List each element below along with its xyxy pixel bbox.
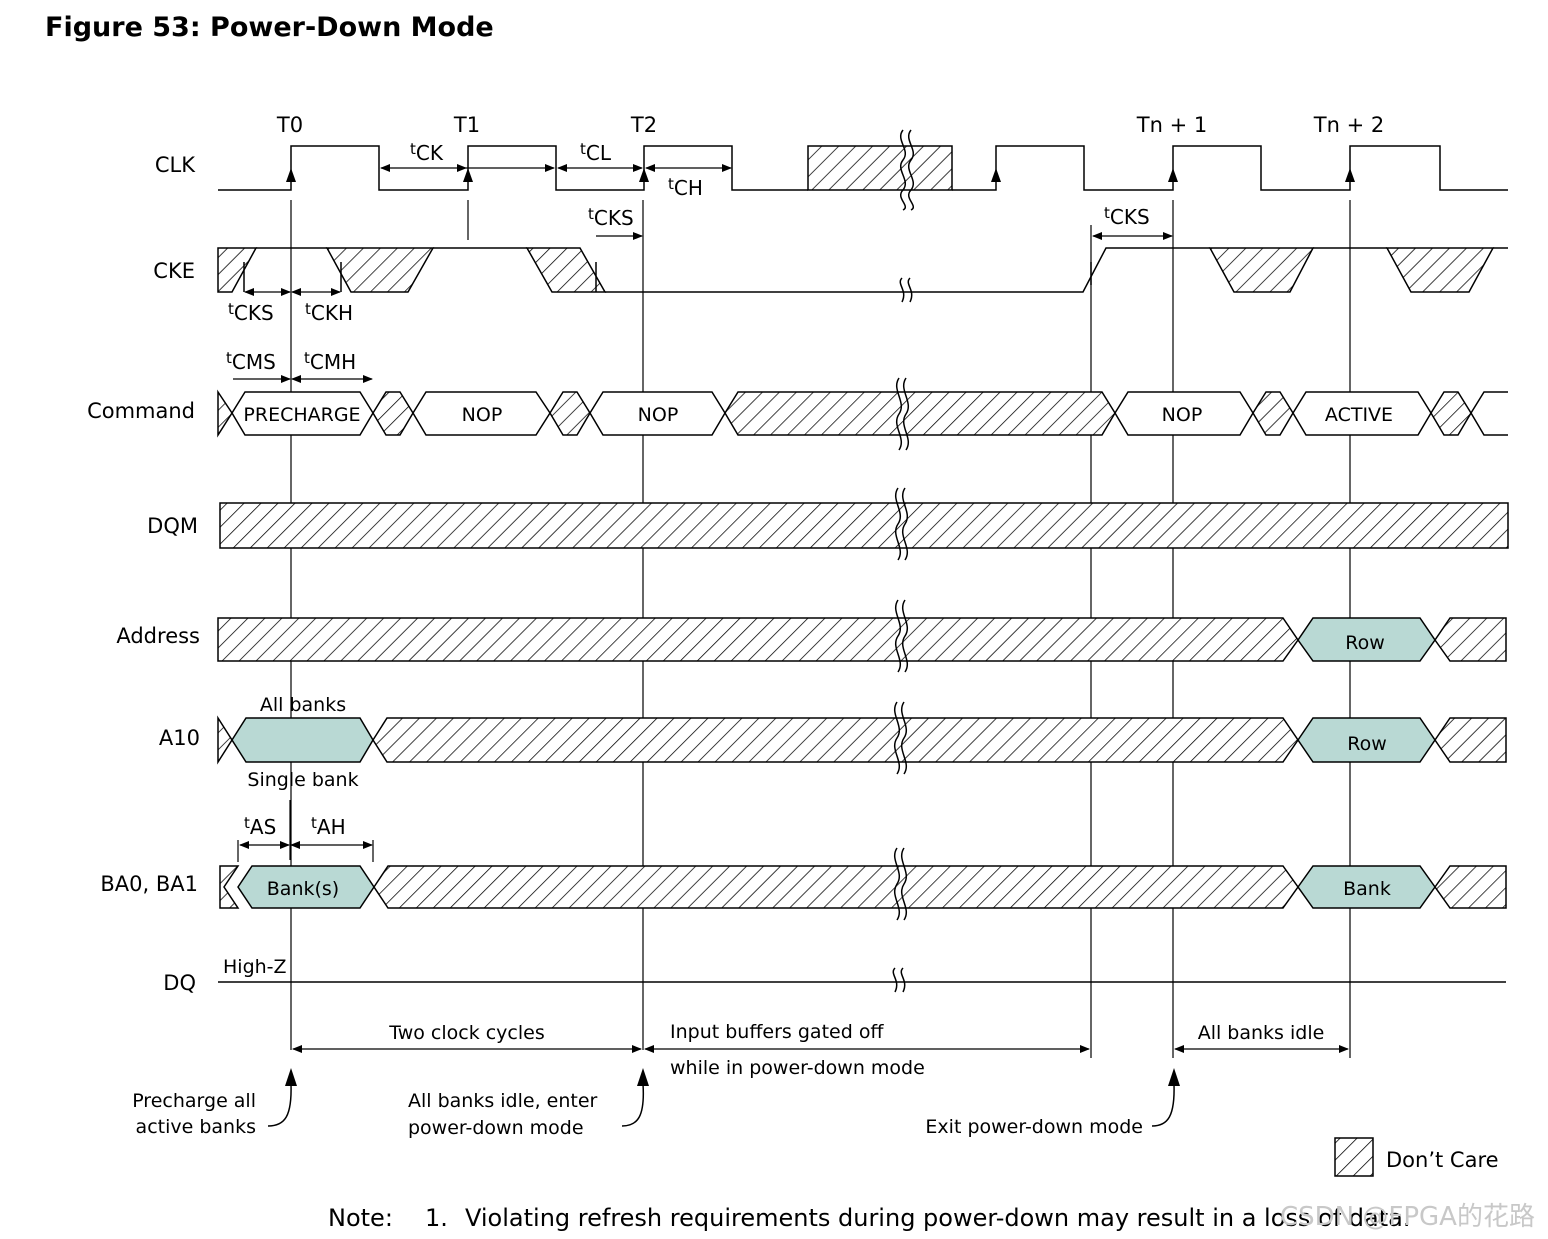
command-precharge: PRECHARGE: [243, 404, 360, 426]
signal-label-clk: CLK: [155, 153, 196, 177]
timing-tas: tAS: [244, 814, 276, 839]
timing-tcmh: tCMH: [304, 349, 356, 374]
callout-arrows: [267, 1083, 1175, 1127]
timing-arrows: [233, 164, 1173, 849]
a10-single-bank: Single bank: [247, 769, 358, 791]
callout-arrowhead-exit: [1168, 1068, 1180, 1086]
timing-tcks-exit: tCKS: [1104, 204, 1150, 229]
command-active: ACTIVE: [1325, 404, 1393, 426]
a10-row: Row: [1347, 733, 1387, 755]
timing-tck: tCK: [410, 140, 444, 165]
signal-label-cke: CKE: [153, 259, 195, 283]
clock-label-tn2: Tn + 2: [1313, 113, 1384, 137]
callout-enter-line1: All banks idle, enter: [408, 1090, 598, 1112]
clock-label-tn1: Tn + 1: [1136, 113, 1207, 137]
timing-tckh: tCKH: [305, 300, 353, 325]
watermark: CSDN @FPGA的花路: [1280, 1202, 1535, 1232]
span-all-banks-idle: All banks idle: [1198, 1022, 1325, 1044]
callout-arrowhead-enter: [637, 1068, 649, 1086]
time-break-marks: [892, 129, 914, 993]
address-waveform: [217, 617, 1507, 662]
clk-waveform: [218, 145, 1508, 191]
figure-title: Figure 53: Power-Down Mode: [45, 12, 494, 43]
clock-label-t1: T1: [453, 113, 480, 137]
span-gated-line2: while in power-down mode: [670, 1057, 925, 1079]
timing-tcl: tCL: [580, 140, 612, 165]
ba-banks: Bank(s): [267, 878, 339, 900]
span-two-clock-cycles: Two clock cycles: [388, 1022, 545, 1044]
ba-waveform: [219, 865, 1507, 909]
timing-tcks-enter: tCKS: [588, 205, 634, 230]
clock-label-t0: T0: [276, 113, 303, 137]
command-waveform: [217, 389, 1508, 438]
legend-hatch-swatch: [1334, 1137, 1374, 1177]
clock-label-t2: T2: [630, 113, 657, 137]
note-label: Note:: [328, 1204, 393, 1232]
signal-label-ba: BA0, BA1: [100, 872, 198, 896]
command-nop-2: NOP: [638, 404, 679, 426]
note-number: 1.: [425, 1204, 448, 1232]
signal-label-dq: DQ: [163, 971, 196, 995]
callout-precharge-line2: active banks: [136, 1116, 256, 1138]
a10-all-banks: All banks: [260, 694, 346, 716]
legend-dont-care-label: Don’t Care: [1386, 1148, 1499, 1172]
callout-precharge-line1: Precharge all: [132, 1090, 256, 1112]
command-nop-3: NOP: [1162, 404, 1203, 426]
a10-waveform: [217, 715, 1507, 765]
callout-enter-line2: power-down mode: [408, 1117, 584, 1139]
timing-tch: tCH: [668, 175, 703, 200]
command-nop-1: NOP: [462, 404, 503, 426]
callout-arrowhead-precharge: [285, 1068, 297, 1086]
address-row: Row: [1345, 632, 1385, 654]
span-gated-line1: Input buffers gated off: [670, 1021, 884, 1043]
legend-dont-care: Don’t Care: [1334, 1137, 1499, 1177]
signal-label-dqm: DQM: [147, 514, 198, 538]
timing-tcms: tCMS: [226, 349, 276, 374]
note-text: Violating refresh requirements during po…: [465, 1204, 1411, 1232]
dq-high-z: High-Z: [223, 956, 287, 978]
callout-exit: Exit power-down mode: [925, 1116, 1143, 1138]
signal-label-a10: A10: [159, 726, 200, 750]
signal-label-address: Address: [116, 624, 200, 648]
signal-label-command: Command: [87, 399, 195, 423]
ba-bank: Bank: [1343, 878, 1391, 900]
cke-waveform: [217, 247, 1508, 293]
timing-tcks: tCKS: [228, 300, 274, 325]
dqm-waveform: [219, 502, 1509, 549]
timing-tah: tAH: [311, 814, 346, 839]
